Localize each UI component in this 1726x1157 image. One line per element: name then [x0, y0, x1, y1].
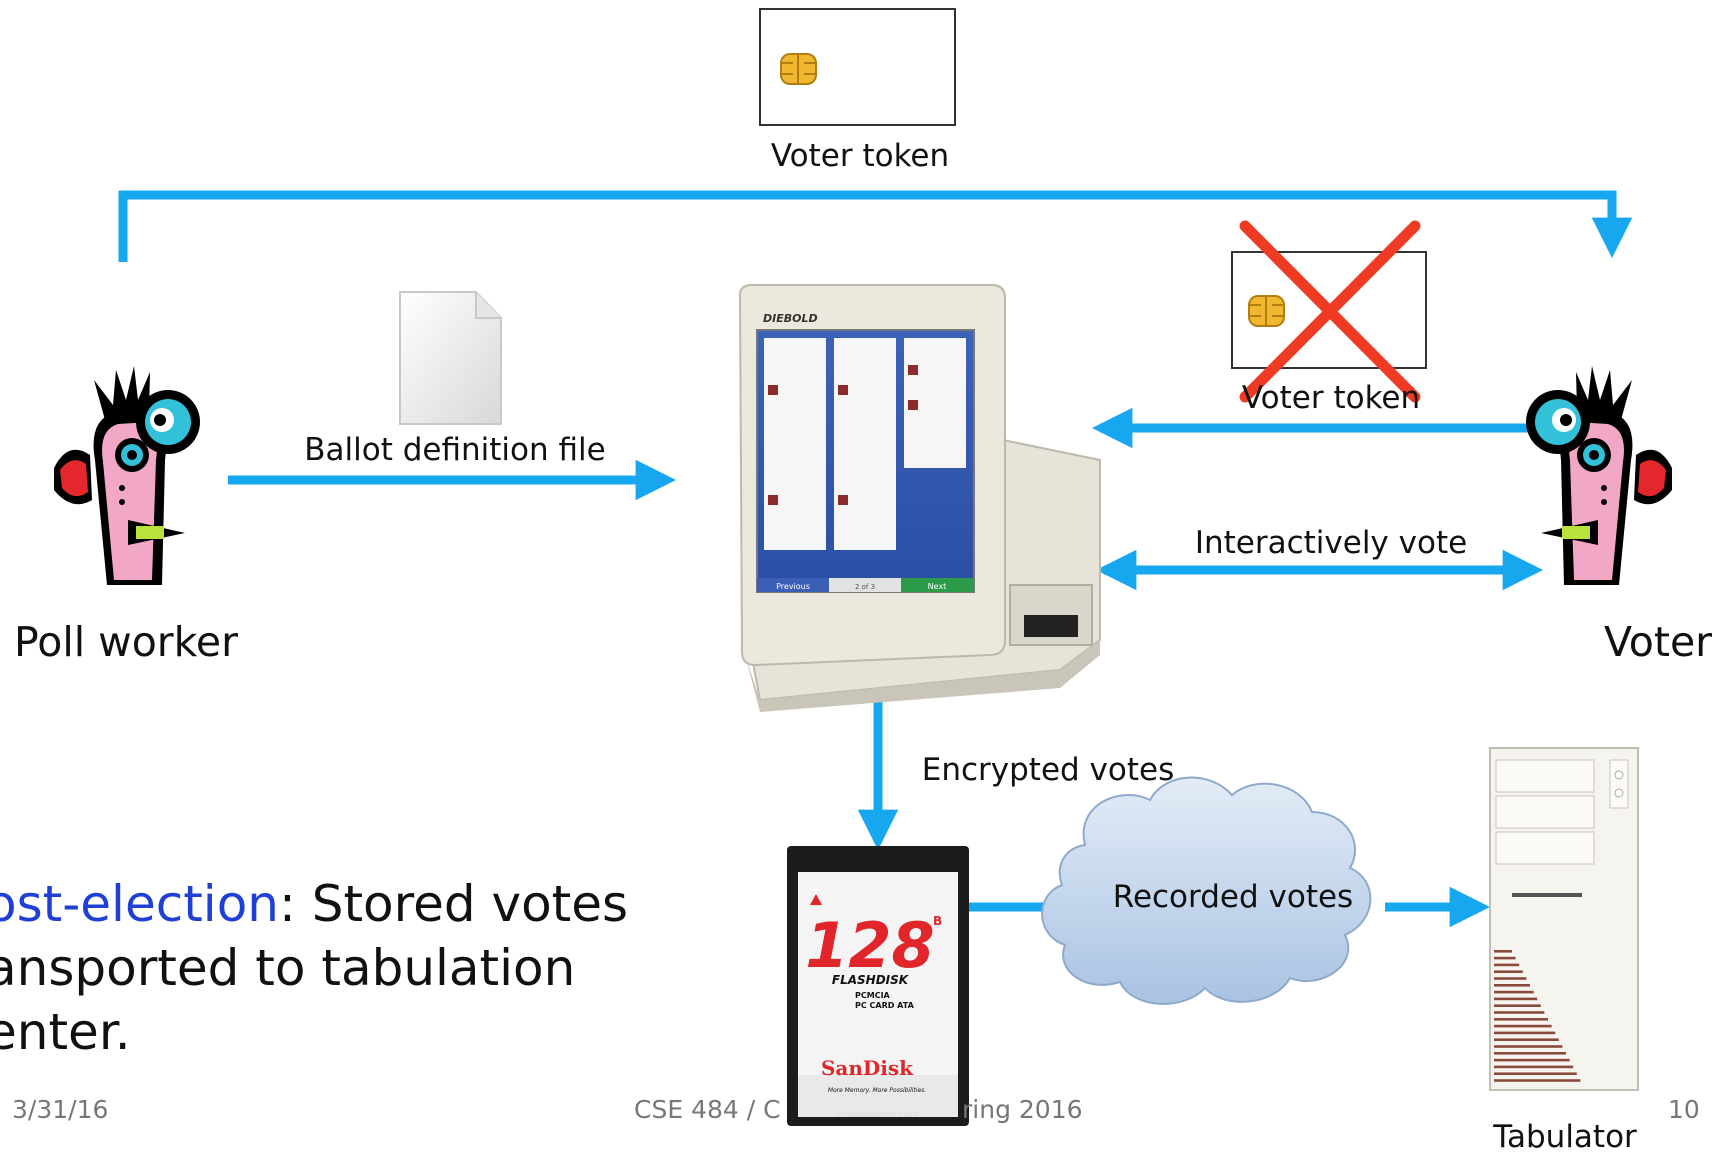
post-election-line-2: ansported to tabulation — [0, 939, 576, 997]
card-tagline: More Memory. More Possibilities. — [828, 1087, 926, 1094]
footer-course-right: ring 2016 — [962, 1095, 1083, 1124]
voter-token-crossed-label: Voter token — [1242, 380, 1420, 416]
voter-token-card-top — [759, 8, 956, 126]
card-capacity: 128 — [805, 909, 934, 982]
machine-previous-button: Previous — [776, 582, 810, 591]
vent-stripe — [1494, 1018, 1548, 1021]
footer-date: 3/31/16 — [12, 1095, 108, 1124]
machine-page-indicator: 2 of 3 — [855, 583, 875, 591]
vent-stripe — [1494, 963, 1520, 967]
vent-stripe — [1494, 1004, 1541, 1007]
ballot-file-label: Ballot definition file — [304, 432, 605, 468]
chip-icon — [780, 53, 817, 85]
voting-machine — [738, 284, 1101, 712]
footer-page-number: 10 — [1668, 1095, 1700, 1124]
card-capacity-unit: B — [933, 914, 942, 928]
cross-out-icon — [1239, 220, 1421, 403]
card-spec-1: PCMCIA — [855, 991, 891, 1000]
vent-stripe — [1494, 950, 1512, 953]
poll-worker-figure — [54, 366, 200, 585]
document-file-icon — [399, 291, 502, 425]
post-election-text: ost-election: Stored votes ansported to … — [0, 872, 628, 1064]
vent-stripe — [1494, 1038, 1559, 1041]
vent-stripe — [1494, 984, 1530, 987]
vent-stripe — [1494, 1065, 1574, 1069]
card-type: FLASHDISK — [832, 973, 910, 987]
voter-token-top-label: Voter token — [771, 138, 949, 174]
post-election-line-1: ost-election: Stored votes — [0, 872, 628, 936]
poll-worker-label: Poll worker — [14, 618, 238, 666]
machine-next-button: Next — [928, 582, 947, 591]
vent-stripe — [1494, 1045, 1563, 1048]
vent-stripe — [1494, 956, 1516, 960]
card-site: ©WWW.MEMORYX.NET — [837, 1111, 919, 1119]
token-route-arrow — [118, 190, 1633, 262]
vent-stripe — [1494, 1052, 1566, 1055]
voter-figure — [1526, 366, 1672, 585]
vent-stripe — [1494, 1024, 1552, 1028]
footer-course-left: CSE 484 / C — [634, 1095, 781, 1124]
vent-stripe — [1494, 1031, 1556, 1035]
vent-stripe — [1494, 997, 1538, 1001]
encrypted-votes-label: Encrypted votes — [922, 752, 1175, 788]
vent-stripe — [1494, 1058, 1570, 1062]
recorded-votes-label: Recorded votes — [1113, 879, 1353, 915]
machine-brand: DIEBOLD — [763, 312, 818, 325]
post-election-line-3: enter. — [0, 1003, 131, 1061]
interactive-vote-label: Interactively vote — [1195, 525, 1467, 561]
voter-label: Voter — [1604, 618, 1712, 666]
tabulator-vents — [1494, 950, 1581, 1082]
vent-stripe — [1494, 1072, 1577, 1075]
post-election-highlight: ost-election — [0, 875, 279, 933]
cloud-shape — [1041, 776, 1372, 1005]
vent-stripe — [1494, 977, 1527, 980]
tabulator-label: Tabulator — [1492, 1119, 1637, 1155]
vent-stripe — [1494, 1079, 1581, 1082]
vent-stripe — [1494, 1011, 1545, 1014]
vent-stripe — [1494, 970, 1523, 973]
card-spec-2: PC CARD ATA — [855, 1001, 915, 1010]
vent-stripe — [1494, 990, 1534, 994]
memory-card — [787, 846, 969, 1126]
card-brand: SanDisk — [821, 1056, 914, 1080]
chip-icon — [1248, 295, 1285, 327]
post-election-line-1-rest: : Stored votes — [278, 875, 629, 933]
